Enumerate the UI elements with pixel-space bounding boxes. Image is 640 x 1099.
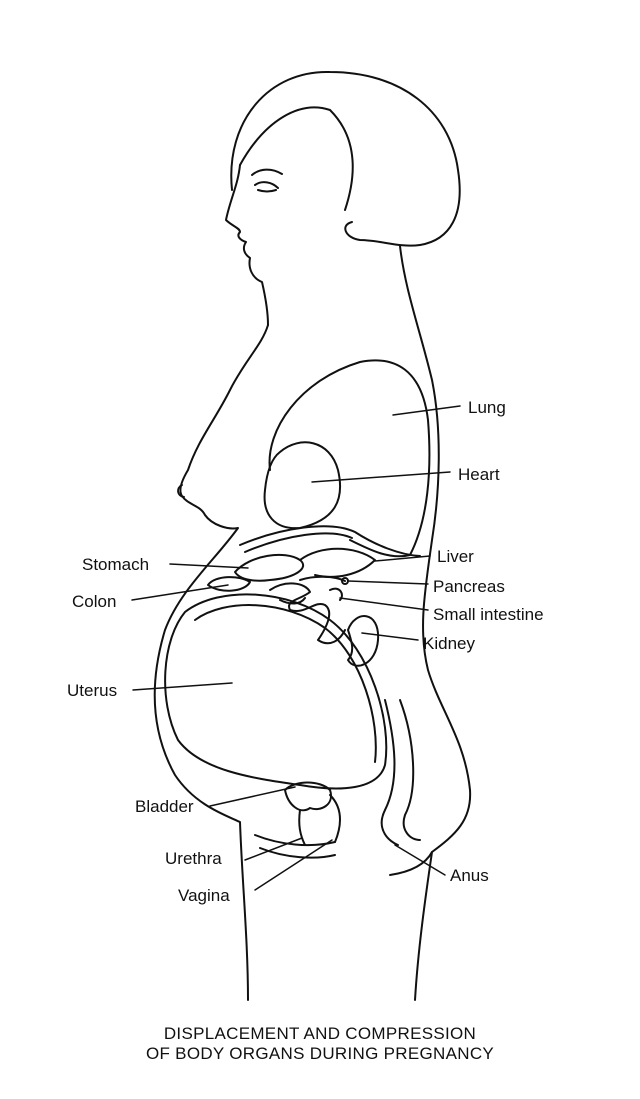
heart-outline (263, 441, 342, 530)
kidney-outline (347, 615, 380, 667)
leader-kidney (361, 632, 419, 641)
label-pancreas: Pancreas (433, 577, 505, 596)
label-kidney: Kidney (423, 634, 475, 653)
face-profile (225, 164, 269, 326)
leader-stomach (169, 563, 249, 569)
hair-inner (239, 106, 354, 211)
leader-lung (392, 405, 461, 416)
leader-liver (374, 555, 431, 562)
lung-outline (268, 359, 431, 558)
hair-outline (230, 70, 461, 247)
caption-line-1: DISPLACEMENT AND COMPRESSION (163, 1024, 477, 1043)
uterus-inner (194, 604, 377, 763)
label-lung: Lung (468, 398, 506, 417)
leader-vagina (254, 839, 333, 891)
label-uterus: Uterus (67, 681, 118, 700)
eyebrow (251, 168, 283, 176)
urethra (298, 809, 306, 846)
nipple (177, 484, 185, 498)
label-bladder: Bladder (135, 797, 194, 816)
liver-outline (299, 547, 376, 578)
label-colon: Colon (72, 592, 117, 611)
leader-uterus (132, 682, 233, 691)
label-small-intestine: Small intestine (433, 605, 544, 624)
leader-bladder (209, 786, 296, 807)
leader-small-intestine (339, 597, 429, 611)
buttock-line (389, 851, 433, 876)
bladder-outline (284, 781, 332, 812)
label-heart: Heart (458, 465, 500, 484)
leader-anus (394, 844, 446, 876)
diaphragm (239, 525, 421, 557)
label-vagina: Vagina (178, 886, 230, 905)
eye (254, 181, 279, 193)
colon-outline (207, 576, 251, 592)
diaphragm-2 (244, 532, 353, 553)
vagina (329, 794, 341, 843)
label-stomach: Stomach (82, 555, 150, 574)
stomach-outline (234, 553, 305, 582)
caption-line-2: OF BODY ORGANS DURING PREGNANCY (145, 1044, 495, 1063)
leader-lines (131, 405, 461, 891)
leader-heart (311, 471, 451, 483)
leader-pancreas (347, 580, 429, 585)
rectum (380, 699, 421, 846)
label-urethra: Urethra (165, 849, 222, 868)
label-liver: Liver (437, 547, 474, 566)
leader-urethra (244, 837, 303, 861)
uterus-outline (164, 593, 388, 790)
leader-colon (131, 584, 229, 601)
front-outline (153, 324, 269, 1001)
label-anus: Anus (450, 866, 489, 885)
